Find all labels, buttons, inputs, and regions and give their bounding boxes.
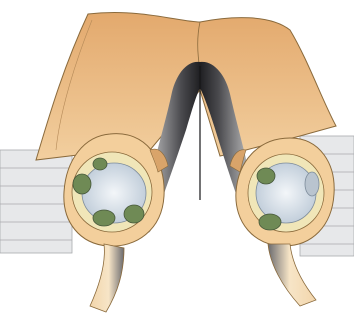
left-nucleus-2: [93, 210, 115, 226]
right-nucleus-2: [259, 214, 281, 230]
left-nucleus-1: [73, 174, 91, 194]
right-nucleus-3: [305, 172, 319, 196]
left-layered-band: [0, 150, 72, 253]
left-nucleus-4: [93, 158, 107, 170]
left-tube-stalk: [90, 244, 124, 312]
right-nucleus-1: [257, 168, 275, 184]
left-nucleus-3: [124, 205, 144, 223]
left-tube: [64, 134, 164, 312]
right-tube: [236, 138, 334, 306]
